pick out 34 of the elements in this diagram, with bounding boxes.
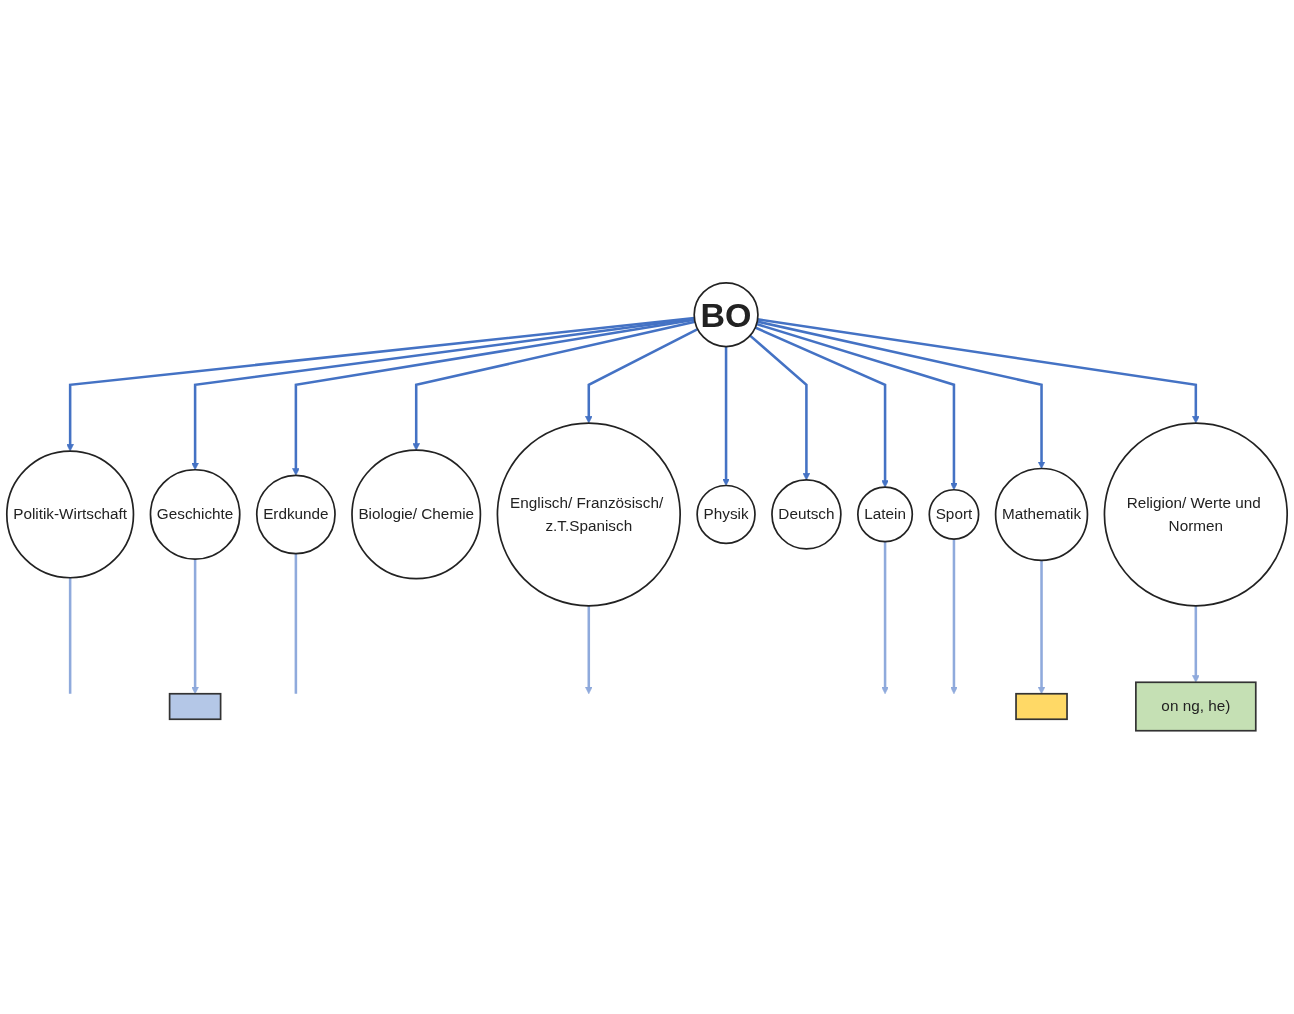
arrow (757, 318, 1200, 424)
node-circle: Politik-Wirtschaft (5, 450, 135, 579)
node-circle: Physik (696, 484, 756, 545)
node-circle: Mathematik (994, 467, 1089, 562)
arrow (292, 318, 695, 476)
arrow (749, 334, 811, 481)
arrow (585, 606, 593, 695)
arrow (756, 320, 1046, 470)
node-circle: Biologie/ Chemie (351, 449, 482, 580)
node-circle: Geschichte (149, 469, 241, 561)
arrow (191, 559, 199, 695)
arrow (754, 326, 889, 488)
node-circle: Englisch/ Französisch/ z.T.Spanisch (496, 422, 681, 607)
arrow (881, 541, 889, 695)
node-circle: Deutsch (771, 479, 842, 550)
node-box (168, 693, 222, 721)
arrow (585, 328, 699, 424)
arrow (1192, 606, 1200, 683)
connector (294, 553, 298, 694)
node-box: on ng, he) (1135, 681, 1257, 732)
arrow (412, 320, 696, 451)
arrow (756, 323, 958, 491)
arrow (1037, 560, 1046, 695)
node-circle: Erdkunde (255, 474, 336, 555)
arrow (722, 346, 730, 487)
arrow (950, 539, 958, 695)
node-circle: Sport (928, 489, 980, 541)
arrow (191, 317, 695, 471)
node-box (1015, 693, 1068, 721)
node-circle: Religion/ Werte und Normen (1103, 422, 1289, 607)
node-circle: Latein (857, 486, 914, 543)
arrow (66, 317, 695, 452)
node-circle: BO (693, 282, 759, 348)
connector (68, 578, 72, 694)
